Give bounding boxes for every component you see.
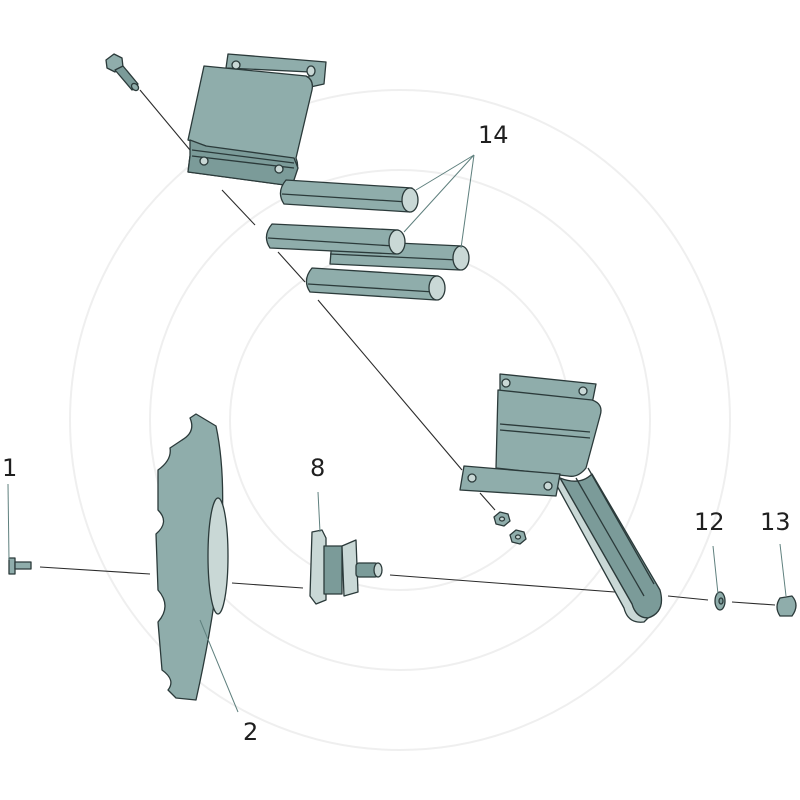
callout-2: 2: [243, 718, 258, 746]
callout-8: 8: [310, 454, 325, 482]
top-mounting-bracket: [187, 53, 327, 187]
callout-13: 13: [760, 508, 791, 536]
callout-12: 12: [694, 508, 725, 536]
callout-1: 1: [2, 454, 17, 482]
callout-labels: 1 2 8 12 13 14: [2, 121, 791, 746]
spacer-pin-4: [305, 267, 446, 301]
part-1-small-bolt: [8, 557, 32, 575]
lower-bracket-arm: [459, 373, 663, 623]
spacer-pins: [265, 179, 470, 301]
hex-nuts: [493, 511, 527, 545]
spacer-pin-2: [265, 223, 406, 255]
assembly-lines: [39, 89, 776, 606]
spacer-pin-1: [279, 179, 419, 213]
hex-bolt-top: [105, 53, 140, 92]
part-12-washer: [714, 591, 726, 611]
leader-lines: [7, 154, 787, 713]
callout-14: 14: [478, 121, 509, 149]
part-2-notched-disc: [155, 413, 229, 701]
part-8-hub-assembly: [309, 529, 383, 605]
part-13-cap-nut: [776, 595, 797, 617]
